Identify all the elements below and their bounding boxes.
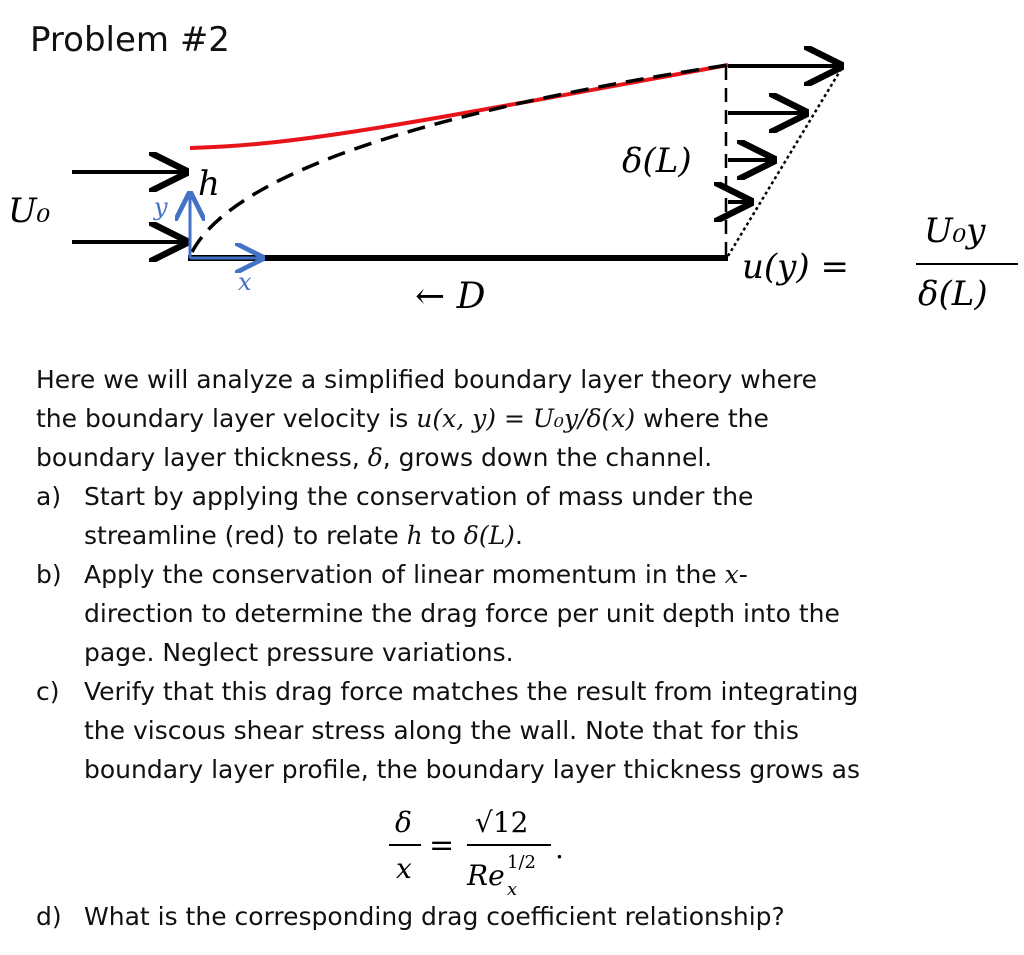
intro-line-2: the boundary layer velocity is u(x, y) =… (36, 404, 769, 433)
intro-line-1: Here we will analyze a simplified bounda… (36, 365, 818, 394)
problem-title: Problem #2 (30, 20, 230, 60)
eq-x: x (396, 852, 412, 885)
eq-delta: δ (395, 806, 412, 839)
thickness-equation: δ x = √12 Re 1/2 x . (389, 806, 564, 900)
label-u-of-y: u(y) = (742, 247, 849, 287)
part-b: b) Apply the conservation of linear mome… (36, 555, 936, 672)
part-d-block: d) What is the corresponding drag coeffi… (36, 897, 936, 936)
part-a: a) Start by applying the conservation of… (36, 477, 936, 555)
eq-equals: = (429, 828, 454, 863)
label-x-axis: x (238, 268, 252, 296)
streamline-red (189, 63, 729, 150)
label-frac-denominator: δ(L) (918, 274, 988, 314)
eq-period: . (555, 832, 564, 865)
part-a-label: a) (36, 482, 62, 511)
label-h: h (198, 164, 220, 204)
part-d-label: d) (36, 902, 62, 931)
problem-text: Here we will analyze a simplified bounda… (36, 360, 936, 789)
part-b-label: b) (36, 560, 62, 589)
eq-sqrt12: √12 (475, 806, 528, 839)
label-frac-numerator: U₀y (924, 211, 986, 251)
label-U0: U₀ (8, 191, 51, 231)
intro-line-3: boundary layer thickness, δ, grows down … (36, 443, 713, 472)
boundary-layer-edge (190, 63, 729, 253)
label-drag-D: ← D (415, 276, 486, 317)
part-d: d) What is the corresponding drag coeffi… (36, 897, 936, 936)
eq-Re: Re (466, 859, 505, 892)
eq-sup: 1/2 (507, 852, 536, 873)
label-y-axis: y (153, 193, 168, 221)
part-c: c) Verify that this drag force matches t… (36, 672, 936, 789)
velocity-profile-line (726, 65, 845, 257)
part-c-label: c) (36, 677, 60, 706)
eq-sub: x (507, 879, 517, 900)
boundary-layer-diagram: U₀ h y x δ(L) ← D u(y) = U₀y δ(L) (8, 0, 1018, 317)
label-delta-L: δ(L) (622, 141, 692, 181)
